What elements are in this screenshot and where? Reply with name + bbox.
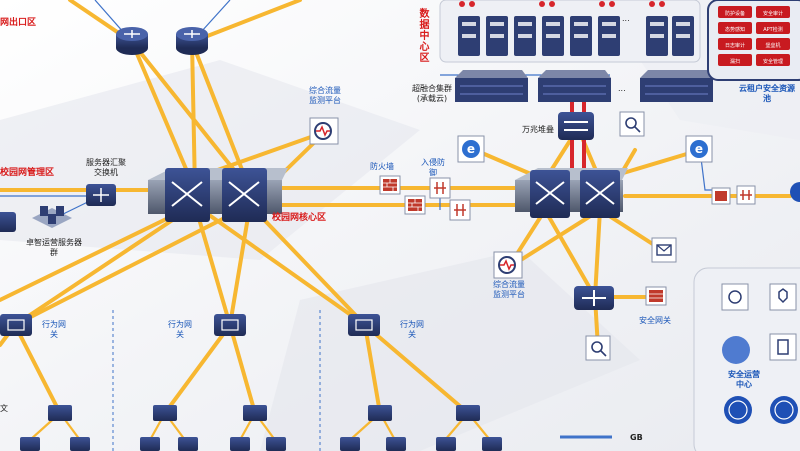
audit-box-top bbox=[619, 111, 645, 137]
security-rack-box bbox=[756, 38, 790, 50]
behavior-gateway-3 bbox=[348, 314, 380, 336]
security-rack-label: APT检测 bbox=[763, 26, 783, 33]
ips-label: 入侵防御 bbox=[421, 158, 445, 177]
access-switches bbox=[20, 405, 502, 451]
security-rack-box bbox=[718, 38, 752, 50]
security-rack-box bbox=[756, 22, 790, 34]
security-rack-label: 漏扫 bbox=[730, 58, 740, 65]
ops-server-cluster bbox=[32, 206, 72, 228]
left-edge-char: 文 bbox=[0, 404, 8, 413]
cluster-ellipsis: ... bbox=[618, 84, 626, 93]
ips-device-1 bbox=[429, 177, 451, 199]
firewall-4 bbox=[645, 286, 667, 306]
web-gateway-right: e bbox=[685, 135, 713, 163]
exit-router-2 bbox=[176, 27, 208, 55]
zone-datacenter: 数据中心区 bbox=[417, 8, 428, 63]
behavior-gateway-1-label: 行为网关 bbox=[42, 320, 66, 339]
hyperconverged-label: 超融合集群(承载云) bbox=[412, 84, 452, 103]
legend-gb-label: GB bbox=[630, 433, 643, 442]
svg-text:e: e bbox=[695, 142, 703, 156]
zone-campus-core: 校园网核心区 bbox=[272, 213, 327, 223]
flow-monitor-bottom bbox=[493, 251, 523, 279]
security-rack-box bbox=[718, 22, 752, 34]
firewall-2 bbox=[404, 195, 426, 215]
flow-monitor-bottom-label: 综合流量监测平台 bbox=[493, 280, 525, 299]
ops-cluster-label: 卓智运营服务器群 bbox=[26, 238, 82, 257]
server-agg-switch bbox=[86, 184, 116, 206]
web-gateway-left: e bbox=[457, 135, 485, 163]
zone-tenant-security: 云租户安全资源池 bbox=[739, 84, 795, 103]
firewall-1 bbox=[379, 175, 401, 195]
stack-switch-chassis bbox=[515, 168, 628, 218]
zone-campus-mgmt: 校园网管理区 bbox=[0, 168, 55, 178]
rack-ellipsis: ... bbox=[622, 14, 630, 23]
mail-gateway-box bbox=[651, 237, 677, 263]
behavior-gateway-1 bbox=[0, 314, 32, 336]
behavior-gateway-2 bbox=[214, 314, 246, 336]
security-rack-box bbox=[756, 6, 790, 18]
zone-security-ops: 安全运营中心 bbox=[728, 370, 760, 389]
security-rack-label: 日志审计 bbox=[725, 42, 745, 49]
ips-device-3 bbox=[736, 185, 756, 205]
mgmt-left-switch bbox=[0, 212, 16, 232]
firewall-3 bbox=[711, 187, 731, 205]
hyperconverged-cluster bbox=[455, 70, 713, 102]
security-ops-panel bbox=[693, 267, 800, 451]
ten-gig-stack-switch bbox=[558, 112, 594, 140]
audit-box-bottom bbox=[585, 335, 611, 361]
security-rack-label: 堡垒机 bbox=[765, 42, 780, 49]
security-rack-box bbox=[718, 6, 752, 18]
security-rack-label: 防护设备 bbox=[725, 10, 745, 17]
flow-monitor-top bbox=[309, 117, 339, 145]
security-rack-box bbox=[756, 54, 790, 66]
firewall-label: 防火墙 bbox=[370, 162, 394, 171]
security-rack-label: 安全审计 bbox=[763, 10, 783, 17]
svg-text:e: e bbox=[467, 142, 475, 156]
exit-router-1 bbox=[116, 27, 148, 55]
behavior-gateway-3-label: 行为网关 bbox=[400, 320, 424, 339]
ten-gig-stack-label: 万兆堆叠 bbox=[522, 125, 554, 134]
datacenter-panel bbox=[439, 0, 701, 63]
security-rack-box bbox=[718, 54, 752, 66]
server-agg-label: 服务器汇聚交换机 bbox=[86, 158, 126, 177]
security-gateway-switch bbox=[574, 286, 614, 310]
security-gateway-label: 安全网关 bbox=[639, 316, 671, 325]
security-rack-label: 安全管理 bbox=[763, 58, 783, 65]
flow-monitor-top-label: 综合流量监测平台 bbox=[309, 86, 341, 105]
zone-internet-exit: 网出口区 bbox=[0, 18, 37, 28]
core-switch-chassis bbox=[148, 168, 288, 222]
cloud-end-node bbox=[790, 182, 800, 202]
security-rack-label: 态势感知 bbox=[725, 26, 745, 33]
ips-device-2 bbox=[449, 199, 471, 221]
behavior-gateway-2-label: 行为网关 bbox=[168, 320, 192, 339]
